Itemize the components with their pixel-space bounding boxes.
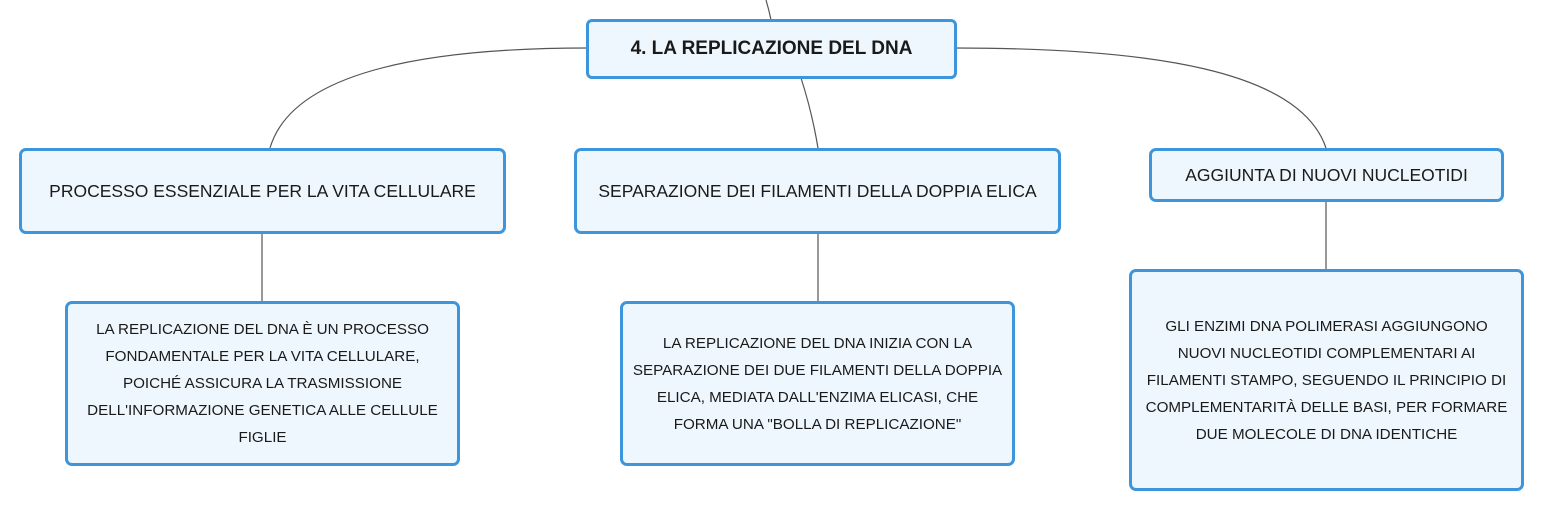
branch-3-detail-text: GLI ENZIMI DNA POLIMERASI AGGIUNGONO NUO… bbox=[1145, 317, 1508, 443]
connector-root-branch-3 bbox=[954, 47, 1327, 149]
connector-root-branch-2 bbox=[800, 77, 819, 149]
branch-3-topic-node[interactable]: AGGIUNTA DI NUOVI NUCLEOTIDI bbox=[1149, 148, 1504, 202]
branch-2-topic-label: SEPARAZIONE DEI FILAMENTI DELLA DOPPIA E… bbox=[598, 180, 1037, 201]
connector-root-branch-1 bbox=[269, 47, 589, 149]
branch-1-topic-node[interactable]: PROCESSO ESSENZIALE PER LA VITA CELLULAR… bbox=[19, 148, 506, 234]
branch-3-detail-node[interactable]: GLI ENZIMI DNA POLIMERASI AGGIUNGONO NUO… bbox=[1129, 269, 1524, 491]
branch-2-detail-text: LA REPLICAZIONE DEL DNA INIZIA CON LA SE… bbox=[632, 334, 1003, 433]
branch-1-detail-node[interactable]: LA REPLICAZIONE DEL DNA È UN PROCESSO FO… bbox=[65, 301, 460, 466]
branch-3-topic-label: AGGIUNTA DI NUOVI NUCLEOTIDI bbox=[1185, 164, 1468, 185]
root-title: 4. LA REPLICAZIONE DEL DNA bbox=[630, 38, 913, 59]
root-node[interactable]: 4. LA REPLICAZIONE DEL DNA bbox=[586, 19, 957, 79]
branch-2-topic-node[interactable]: SEPARAZIONE DEI FILAMENTI DELLA DOPPIA E… bbox=[574, 148, 1061, 234]
branch-2-detail-node[interactable]: LA REPLICAZIONE DEL DNA INIZIA CON LA SE… bbox=[620, 301, 1015, 466]
branch-1-detail-text: LA REPLICAZIONE DEL DNA È UN PROCESSO FO… bbox=[87, 321, 438, 446]
connector-incoming bbox=[765, 0, 772, 21]
branch-1-topic-label: PROCESSO ESSENZIALE PER LA VITA CELLULAR… bbox=[49, 180, 476, 201]
